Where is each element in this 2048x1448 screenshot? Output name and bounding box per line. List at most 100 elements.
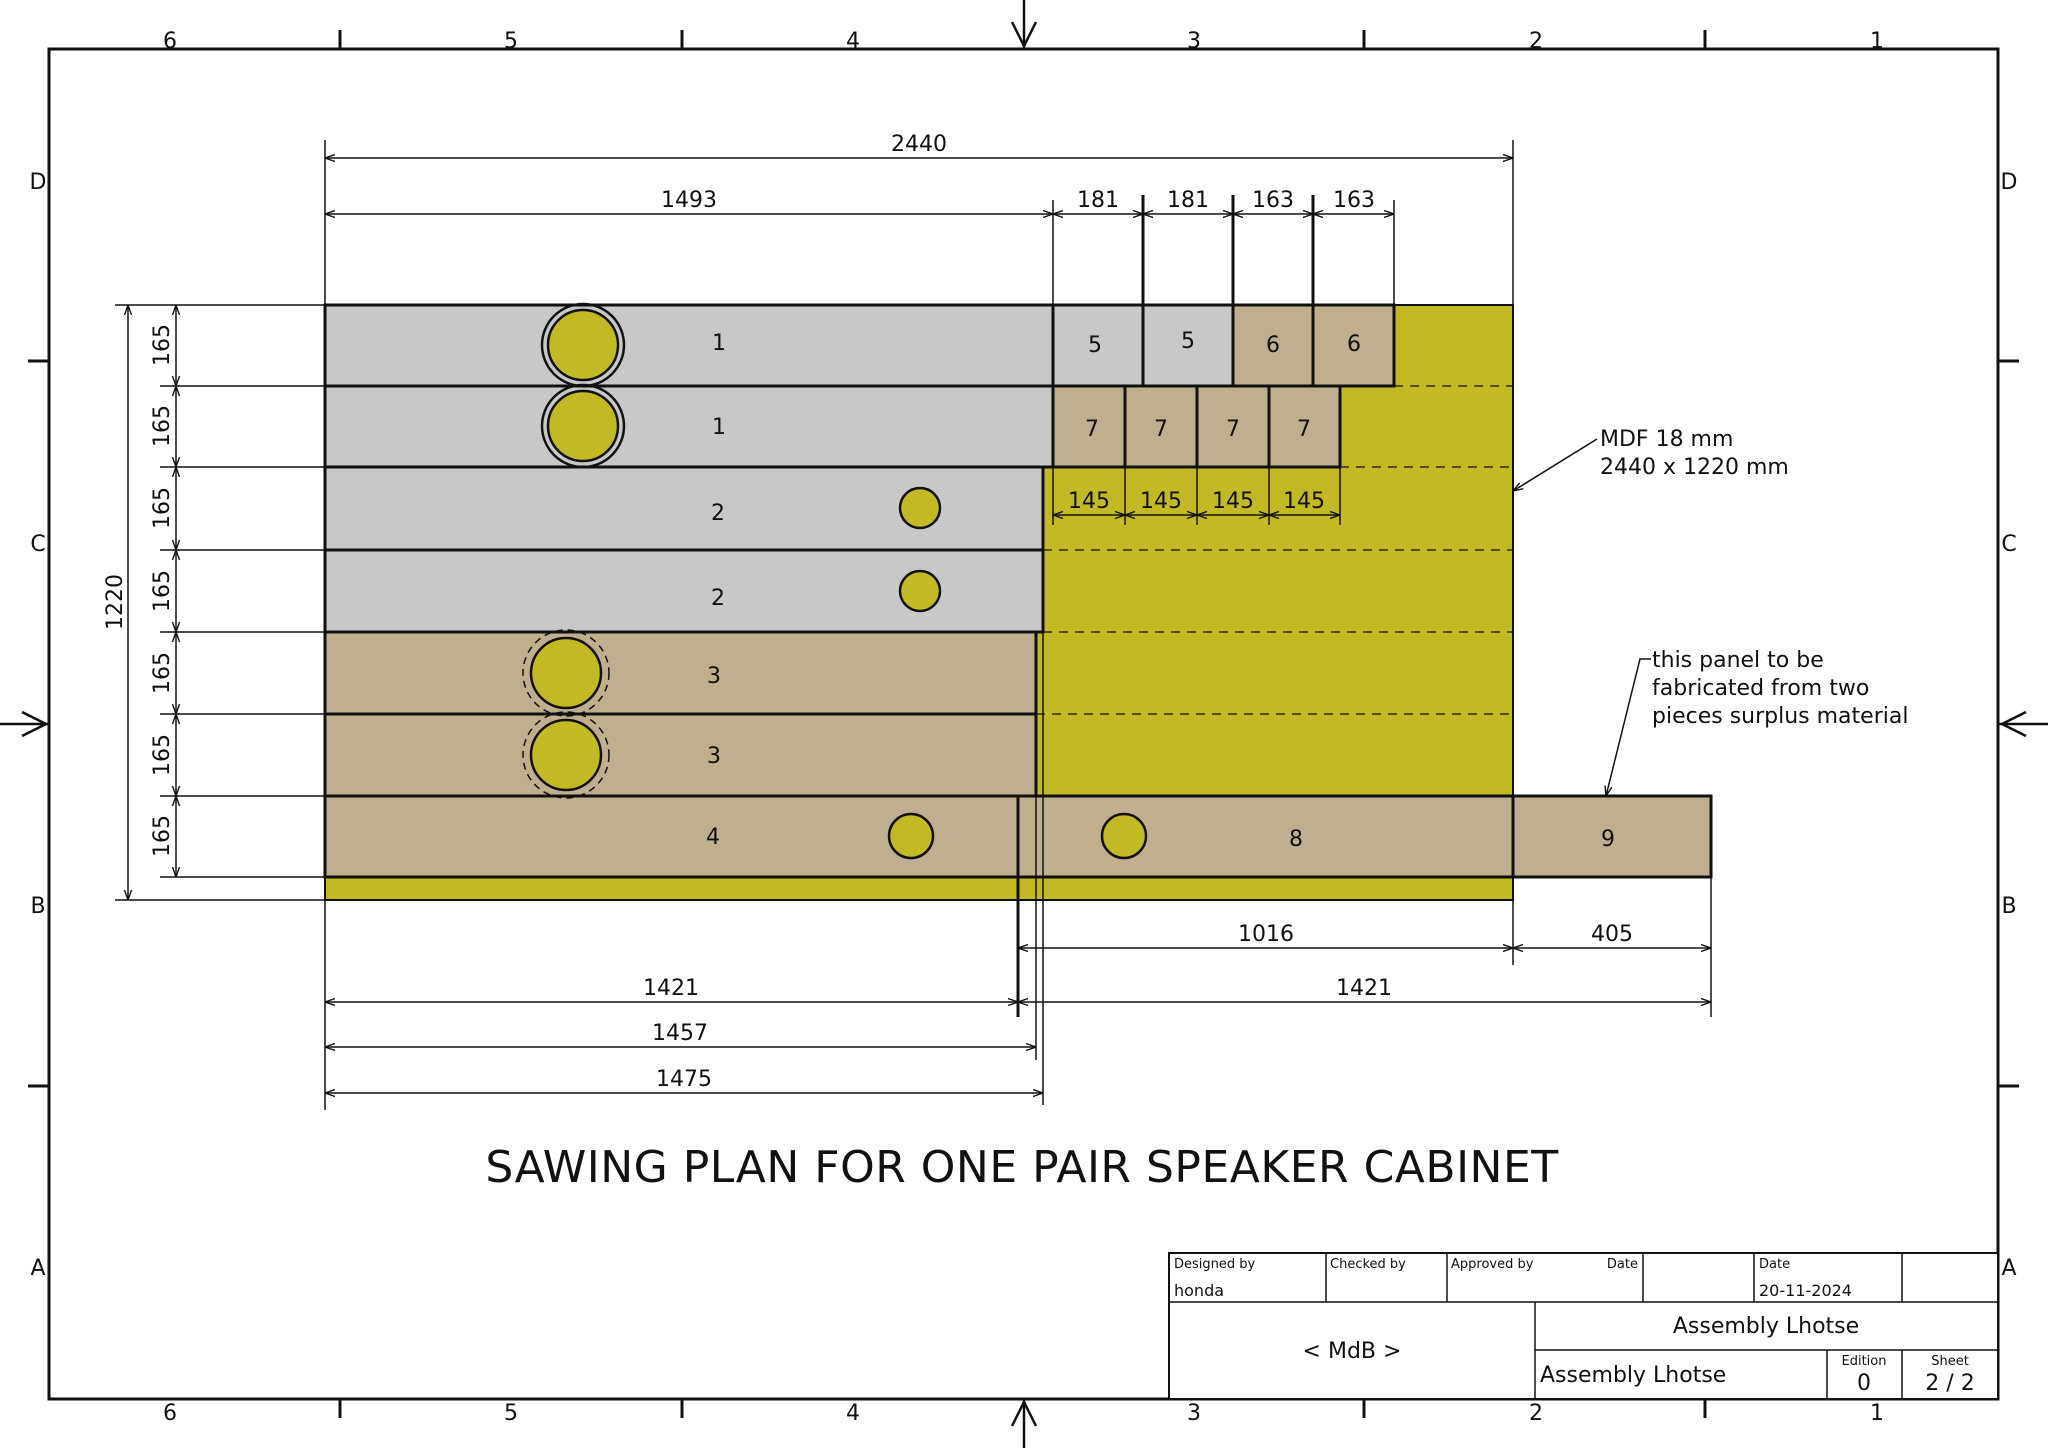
dim-part-7-width: 145 — [1212, 489, 1254, 514]
grid-row-labels-right: D C B A — [2001, 170, 2018, 1281]
grid-col-label: 6 — [163, 1401, 177, 1426]
dim-part-5-width: 181 — [1077, 188, 1119, 213]
grid-col-label: 2 — [1529, 29, 1543, 54]
dim-part-5-width: 181 — [1167, 188, 1209, 213]
part-label: 9 — [1601, 827, 1615, 852]
grid-col-label: 1 — [1870, 1401, 1884, 1426]
panel-9-note: this panel to be fabricated from two pie… — [1606, 648, 1908, 796]
cut-parts — [323, 303, 1713, 879]
grid-row-label: C — [2001, 532, 2016, 557]
sheet-value: 2 / 2 — [1925, 1371, 1974, 1396]
port-cutout — [887, 812, 935, 860]
grid-row-label: D — [2001, 170, 2018, 195]
drawing-title: SAWING PLAN FOR ONE PAIR SPEAKER CABINET — [485, 1142, 1558, 1193]
designed-by-value: honda — [1174, 1281, 1224, 1300]
part-label: 7 — [1297, 417, 1311, 442]
dim-part-7-width: 145 — [1140, 489, 1182, 514]
material-note-line2: 2440 x 1220 mm — [1600, 455, 1789, 480]
dimension-lines — [128, 158, 1711, 1093]
dim-part-8-9-length: 1421 — [1336, 976, 1392, 1001]
date-value: 20-11-2024 — [1759, 1281, 1852, 1300]
approved-by-label: Approved by — [1451, 1257, 1534, 1272]
dim-sheet-width: 2440 — [891, 132, 947, 157]
panel-9-note-line2: fabricated from two — [1652, 676, 1869, 701]
dim-strip-height: 165 — [150, 487, 175, 529]
dim-part-9-length: 405 — [1591, 922, 1633, 947]
grid-col-label: 3 — [1187, 1401, 1201, 1426]
grid-column-labels-bottom: 6 5 4 3 2 1 — [163, 1401, 1884, 1426]
dimension-texts: 2440 1493 181 181 163 163 145 145 145 14… — [103, 132, 1633, 1092]
part-label: 1 — [712, 415, 726, 440]
part-label: 6 — [1266, 333, 1280, 358]
dim-strip-1-length: 1493 — [661, 188, 717, 213]
dim-part-6-width: 163 — [1333, 188, 1375, 213]
part-label: 7 — [1085, 417, 1099, 442]
part-label: 7 — [1154, 417, 1168, 442]
material-note: MDF 18 mm 2440 x 1220 mm — [1513, 427, 1789, 491]
edition-value: 0 — [1857, 1371, 1871, 1396]
part-7-a — [1051, 384, 1127, 469]
grid-col-label: 5 — [504, 1401, 518, 1426]
woofer-cutout — [529, 718, 603, 792]
part-label: 5 — [1088, 333, 1102, 358]
title-block: Designed by honda Checked by Approved by… — [1168, 1252, 1999, 1400]
part-3-bottom — [323, 712, 1038, 798]
grid-column-labels-top: 6 5 4 3 2 1 — [163, 29, 1884, 54]
dim-strip-height: 165 — [150, 652, 175, 694]
port-cutout — [898, 486, 942, 530]
dim-part-4-length: 1421 — [643, 976, 699, 1001]
part-label: 7 — [1226, 417, 1240, 442]
part-label: 8 — [1289, 827, 1303, 852]
woofer-cutout — [546, 389, 620, 463]
edition-label: Edition — [1842, 1354, 1887, 1369]
dim-strip-height: 165 — [150, 815, 175, 857]
title-block-title: Assembly Lhotse — [1673, 1314, 1859, 1339]
part-label: 2 — [711, 586, 725, 611]
part-1-top — [323, 303, 1055, 388]
checked-by-label: Checked by — [1330, 1257, 1406, 1272]
grid-col-label: 6 — [163, 29, 177, 54]
dim-part-8-on-sheet: 1016 — [1238, 922, 1294, 947]
woofer-recess-ring — [522, 711, 610, 799]
part-9 — [1511, 794, 1713, 879]
approval-date-label: Date — [1607, 1257, 1638, 1272]
grid-row-label: B — [2001, 894, 2016, 919]
part-6-right — [1311, 303, 1396, 388]
date-label: Date — [1759, 1257, 1790, 1272]
grid-row-label: B — [30, 894, 45, 919]
woofer-recess-ring — [522, 629, 610, 717]
port-cutout — [898, 569, 942, 613]
grid-col-label: 1 — [1870, 29, 1884, 54]
part-1-bottom — [323, 384, 1055, 469]
grid-row-label: A — [30, 1256, 45, 1281]
dim-strip-height: 165 — [150, 570, 175, 612]
title-block-subtitle: Assembly Lhotse — [1540, 1363, 1726, 1388]
dim-strip-height: 165 — [150, 734, 175, 776]
grid-row-labels-left: D C B A — [30, 170, 47, 1281]
company-name: < MdB > — [1303, 1339, 1402, 1364]
dim-strip-2-length: 1475 — [656, 1067, 712, 1092]
panel-9-note-line1: this panel to be — [1652, 648, 1824, 673]
part-6-left — [1231, 303, 1315, 388]
part-label: 6 — [1347, 332, 1361, 357]
woofer-cutout — [529, 636, 603, 710]
grid-row-label: D — [30, 170, 47, 195]
part-3-top — [323, 630, 1038, 716]
dim-sheet-height: 1220 — [103, 574, 128, 630]
dim-strip-3-length: 1457 — [652, 1021, 708, 1046]
part-label: 2 — [711, 501, 725, 526]
grid-row-label: C — [30, 532, 45, 557]
part-label: 4 — [706, 825, 720, 850]
part-label: 3 — [707, 664, 721, 689]
part-8 — [1016, 794, 1515, 879]
part-label: 5 — [1181, 329, 1195, 354]
grid-col-label: 3 — [1187, 29, 1201, 54]
grid-col-label: 4 — [846, 1401, 860, 1426]
panel-9-note-line3: pieces surplus material — [1652, 704, 1908, 729]
port-cutout — [1100, 812, 1148, 860]
material-note-line1: MDF 18 mm — [1600, 427, 1733, 452]
dim-strip-height: 165 — [150, 324, 175, 366]
part-7-c — [1195, 384, 1271, 469]
